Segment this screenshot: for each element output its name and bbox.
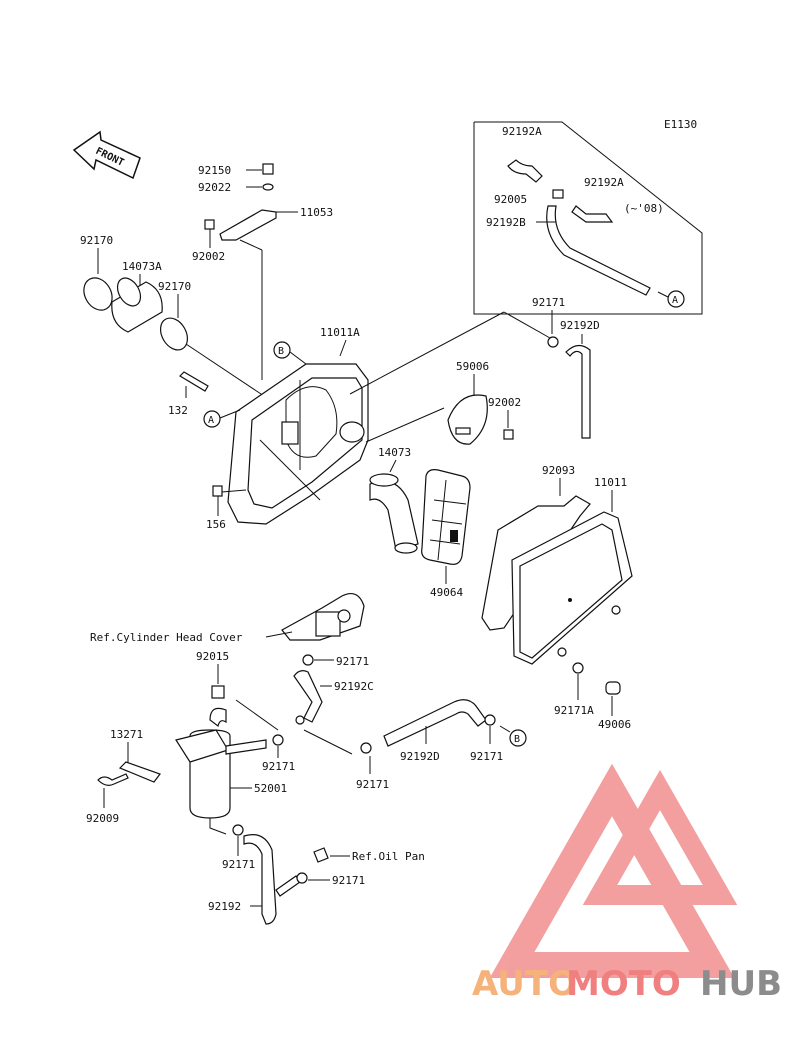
bolt-132 [179, 371, 209, 392]
svg-text:A: A [672, 295, 678, 306]
part-92192C: 92192C [334, 680, 374, 693]
hose-92192B [546, 205, 651, 296]
sleeve-14073A [111, 281, 163, 333]
part-92170-1: 92170 [80, 234, 113, 247]
nut-92015 [211, 685, 225, 699]
svg-text:MOTO: MOTO [566, 964, 681, 1004]
part-92002-1: 92002 [192, 250, 225, 263]
fitting-92005 [552, 189, 564, 199]
svg-text:A: A [208, 415, 214, 426]
part-52001: 52001 [254, 782, 287, 795]
part-92171A: 92171A [554, 704, 594, 717]
front-arrow-icon: FRONT [72, 130, 141, 180]
marker-a-inset [667, 290, 685, 308]
clamp-92171-d [484, 714, 496, 726]
part-14073: 14073 [378, 446, 411, 459]
filter-element-49064 [421, 469, 471, 565]
part-92171-e: 92171 [222, 858, 255, 871]
part-92192A-1: 92192A [502, 125, 542, 138]
plug-49006 [605, 681, 621, 695]
marker-b-hose [509, 729, 527, 747]
bolt-92002-2 [503, 429, 514, 440]
clamp-92171A [572, 662, 584, 674]
svg-text:B: B [278, 346, 284, 357]
bolt-156 [212, 485, 223, 497]
part-92192A-2: 92192A [584, 176, 624, 189]
part-92171-f: 92171 [332, 874, 365, 887]
clamp-92170-1 [83, 277, 113, 311]
svg-text:HUB: HUB [700, 964, 782, 1004]
part-92093: 92093 [542, 464, 575, 477]
part-92005: 92005 [494, 193, 527, 206]
part-11011A: 11011A [320, 326, 360, 339]
clamp-92170-2 [159, 317, 189, 351]
ref-oil-pan: Ref.Oil Pan [352, 850, 425, 863]
clamp-92171-f [296, 872, 308, 884]
marker-a-housing [203, 410, 221, 428]
elbow-14073 [369, 480, 419, 551]
bracket-11053 [219, 209, 277, 241]
washer-92022 [262, 183, 274, 191]
part-92171-b: 92171 [262, 760, 295, 773]
plate-59006 [447, 394, 488, 445]
svg-text:AUTO: AUTO [472, 964, 577, 1004]
bolt-92009 [97, 773, 129, 786]
hose-92192D-mid [383, 699, 487, 747]
clamp-92171-c [360, 742, 372, 754]
ref-cylinder-head-cover: Ref.Cylinder Head Cover [90, 631, 243, 644]
bolt-92150 [262, 163, 274, 175]
svg-text:B: B [514, 734, 520, 745]
airbox-housing-11011A [227, 363, 369, 525]
hose-92192A-1 [507, 159, 543, 183]
part-49006: 49006 [598, 718, 631, 731]
part-92192B: 92192B [486, 216, 526, 229]
part-49064: 49064 [430, 586, 463, 599]
clamp-92171-b [272, 734, 284, 746]
pin-13271 [118, 761, 161, 783]
part-132: 132 [168, 404, 188, 417]
part-92022: 92022 [198, 181, 231, 194]
marker-b-housing [273, 341, 291, 359]
inset-box: 92192A 92192A 92005 92192B (~'08) A [473, 121, 703, 315]
clamp-92171-a [302, 654, 314, 666]
part-13271: 13271 [110, 728, 143, 741]
part-14073A: 14073A [122, 260, 162, 273]
watermark-logo [489, 763, 738, 978]
diagram-code: E1130 [664, 118, 697, 131]
part-11011: 11011 [594, 476, 627, 489]
part-92170-2: 92170 [158, 280, 191, 293]
part-92171-c: 92171 [356, 778, 389, 791]
hose-92192 [243, 834, 277, 925]
hose-92192A-2 [571, 205, 614, 223]
inset-note: (~'08) [624, 202, 664, 215]
watermark-text: AUTO MOTO HUB [472, 964, 782, 1004]
airbox-cover-11011 [511, 511, 633, 665]
part-59006: 59006 [456, 360, 489, 373]
part-92015: 92015 [196, 650, 229, 663]
part-92171-a: 92171 [336, 655, 369, 668]
part-11053: 11053 [300, 206, 333, 219]
fitting-oil-pan [313, 847, 329, 863]
part-92002-2: 92002 [488, 396, 521, 409]
hose-92192C [293, 670, 323, 723]
breather-tank-52001 [175, 707, 267, 835]
part-92192D-mid: 92192D [400, 750, 440, 763]
part-92171-d: 92171 [470, 750, 503, 763]
part-92192D-top: 92192D [560, 319, 600, 332]
part-92009: 92009 [86, 812, 119, 825]
part-156: 156 [206, 518, 226, 531]
hose-92192D-top [565, 344, 591, 439]
part-92150: 92150 [198, 164, 231, 177]
cylinder-head-cover-ref [281, 593, 365, 641]
clamp-92171-top [547, 336, 559, 348]
part-92192: 92192 [208, 900, 241, 913]
part-92171-top: 92171 [532, 296, 565, 309]
clamp-92171-e [232, 824, 244, 836]
